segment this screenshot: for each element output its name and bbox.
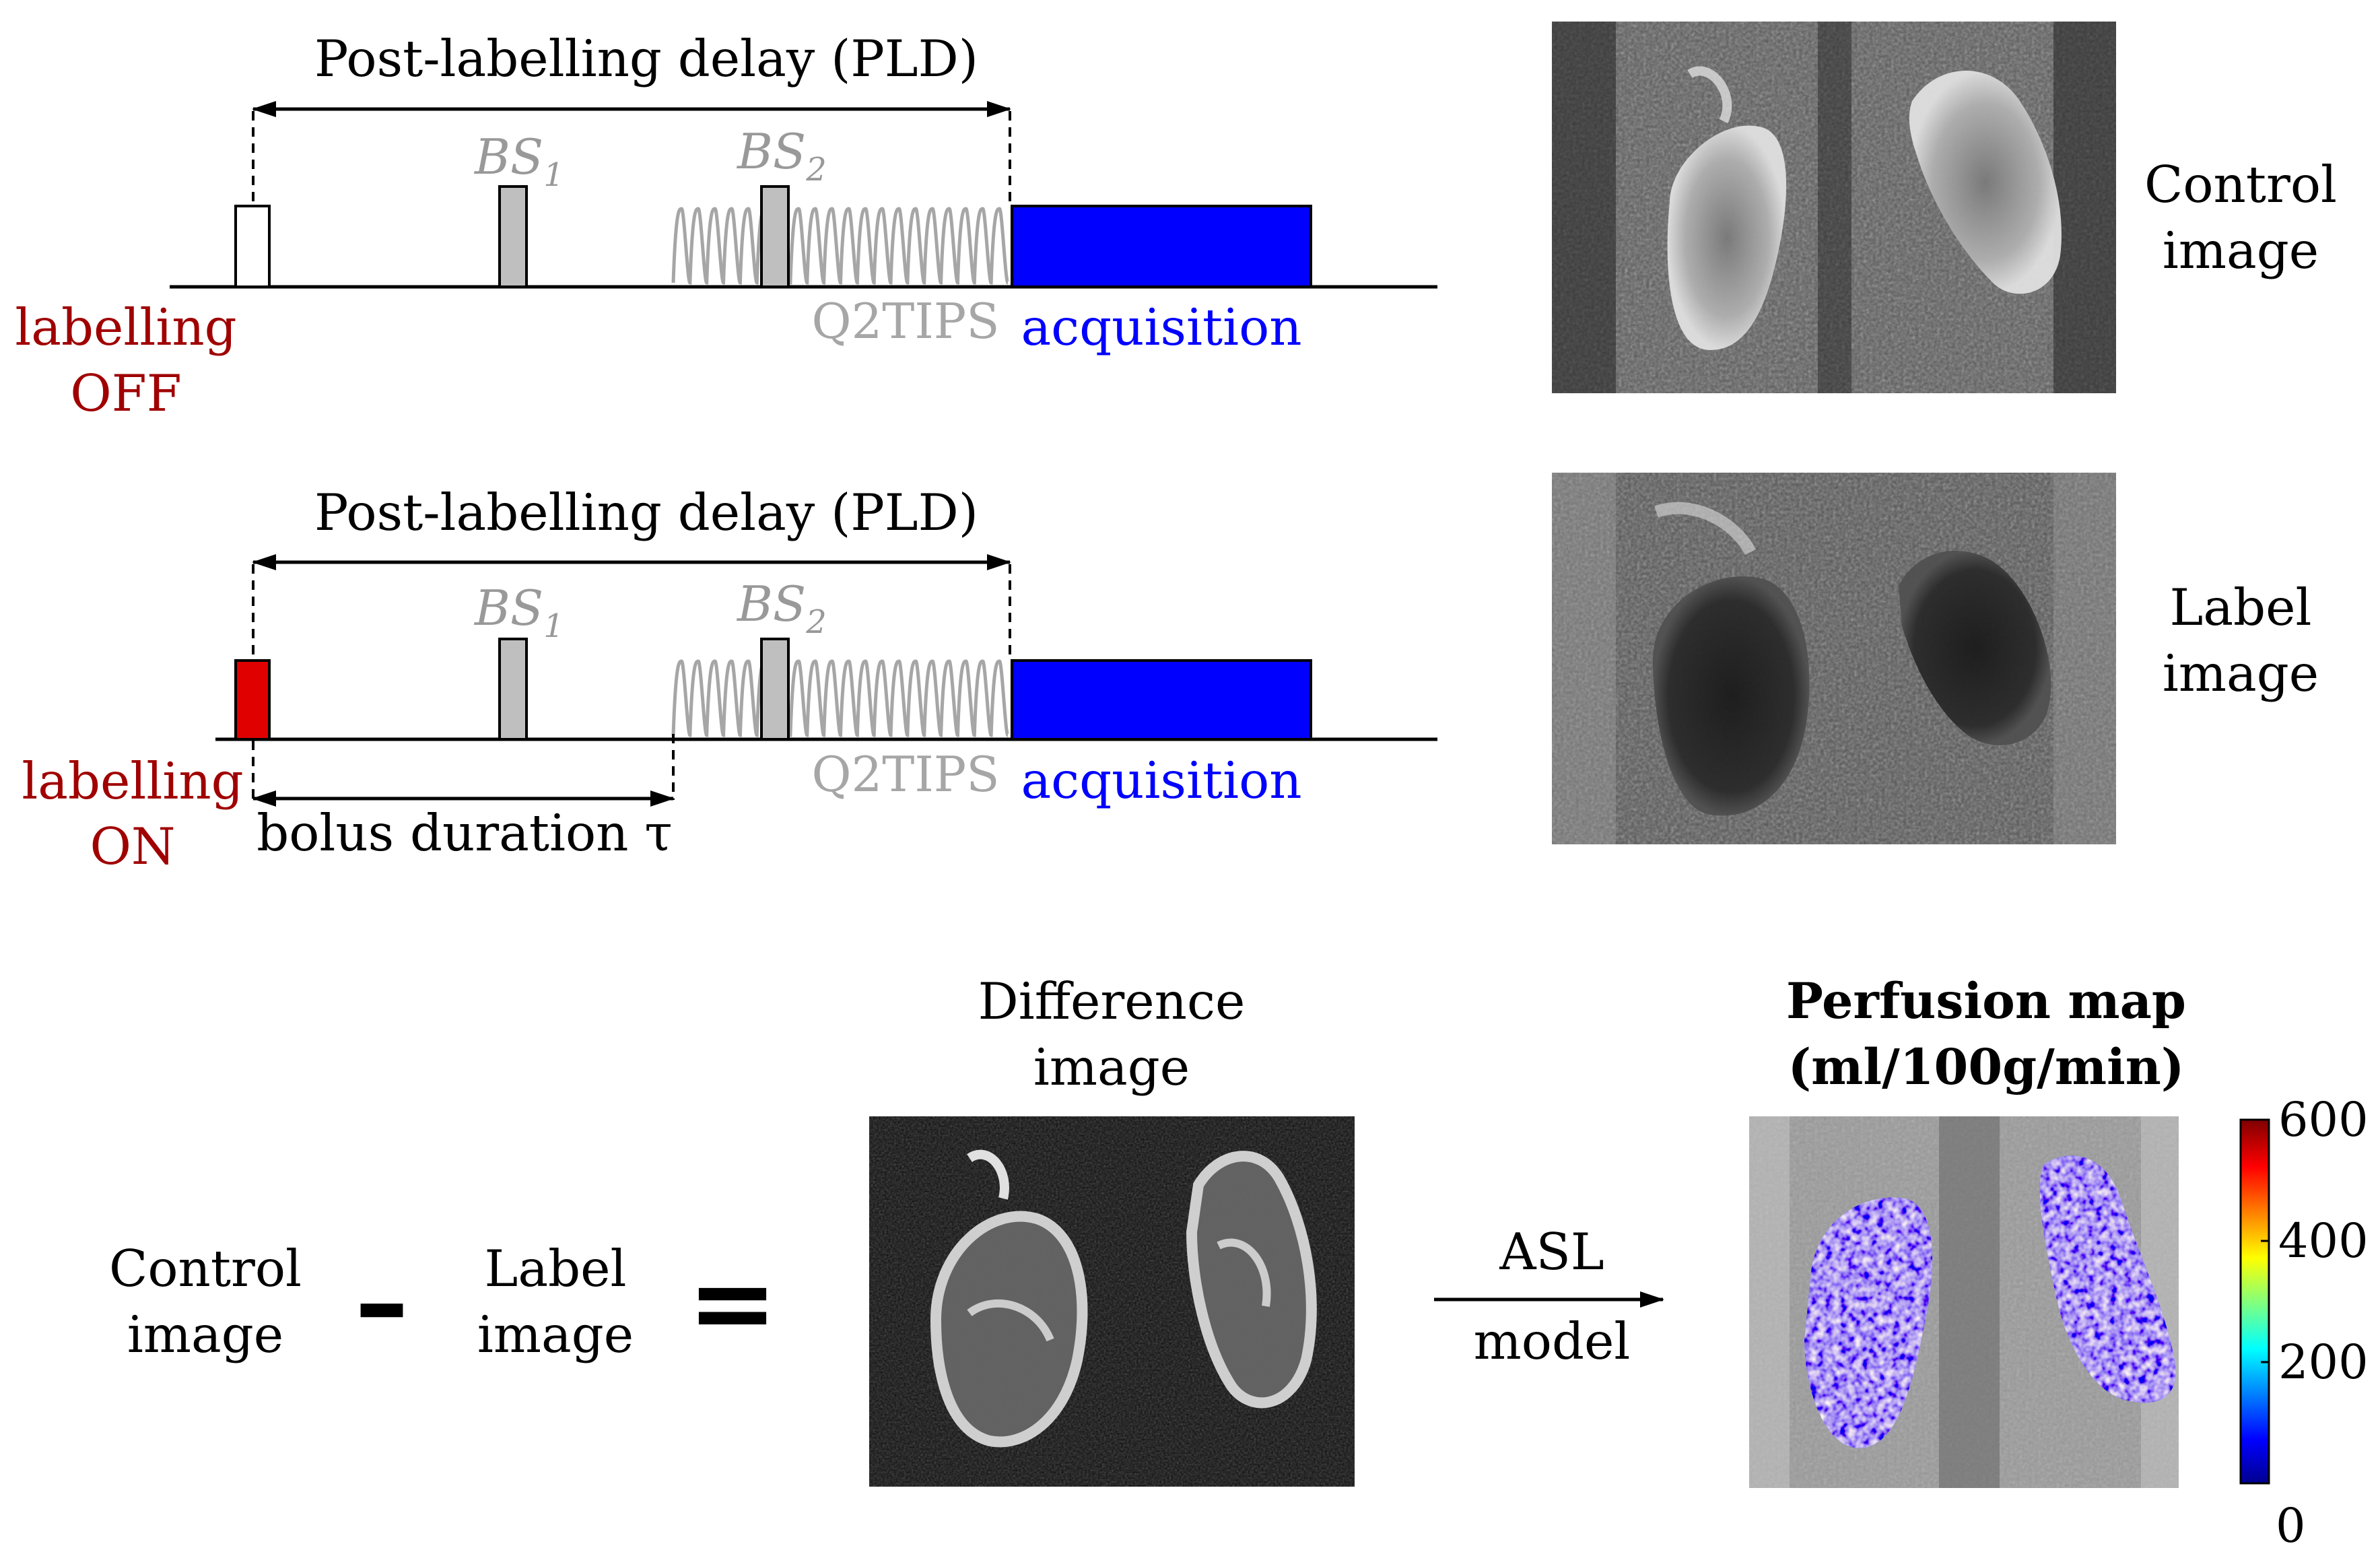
colorbar: 600 400 200 0 xyxy=(2239,1092,2369,1553)
labelling-off-pulse xyxy=(234,205,271,288)
equals-sign: = xyxy=(687,1240,778,1365)
control-image-caption-2: image xyxy=(2163,221,2319,280)
difference-caption-1: Difference xyxy=(978,972,1246,1031)
bs2-label: BS2 xyxy=(736,123,827,189)
bs1-pulse xyxy=(498,185,528,288)
colorbar-tick-600: 600 xyxy=(2278,1092,2369,1147)
bs1-label: BS1 xyxy=(473,129,564,194)
eq-control-line2: image xyxy=(127,1305,283,1364)
perfusion-title-1: Perfusion map xyxy=(1786,972,2186,1030)
label-image-caption-1: Label xyxy=(2170,578,2312,637)
q2tips-wave xyxy=(671,207,1010,285)
asl-label: ASL xyxy=(1499,1222,1604,1281)
acquisition-label: acquisition xyxy=(1021,751,1301,810)
labelling-line2: ON xyxy=(90,817,175,876)
bolus-label: bolus duration τ xyxy=(257,803,673,863)
q2tips-label: Q2TIPS xyxy=(811,746,999,803)
labelling-line1: labelling xyxy=(15,298,236,357)
labelling-line1: labelling xyxy=(22,751,243,811)
acquisition-block xyxy=(1011,659,1312,741)
perfusion-title-2: (ml/100g/min) xyxy=(1788,1038,2185,1096)
bs1-label: BS1 xyxy=(473,580,564,645)
minus-sign: – xyxy=(355,1240,409,1365)
acquisition-label: acquisition xyxy=(1021,298,1301,357)
difference-caption-2: image xyxy=(1033,1038,1190,1097)
sequence-label: Post-labelling delay (PLD) BS1 BS2 Q2TIP… xyxy=(22,483,1437,876)
model-label: model xyxy=(1474,1312,1631,1371)
sequence-control: Post-labelling delay (PLD) BS1 BS2 Q2TIP… xyxy=(15,29,1437,423)
labelling-on-pulse xyxy=(234,659,271,741)
pld-label: Post-labelling delay (PLD) xyxy=(314,29,978,88)
q2tips-label: Q2TIPS xyxy=(811,293,999,349)
q2tips-wave xyxy=(671,659,1010,737)
eq-label-line1: Label xyxy=(485,1239,627,1298)
bs2-label: BS2 xyxy=(736,576,827,641)
bs2-pulse xyxy=(760,638,790,741)
label-image xyxy=(1552,473,2116,844)
acquisition-block xyxy=(1011,205,1312,288)
bs1-pulse xyxy=(498,638,528,741)
perfusion-map-image xyxy=(1749,1116,2179,1488)
control-image-caption-1: Control xyxy=(2144,155,2337,214)
colorbar-tick-0: 0 xyxy=(2276,1498,2306,1553)
colorbar-tick-200: 200 xyxy=(2278,1335,2369,1390)
labelling-line2: OFF xyxy=(70,364,182,423)
control-image xyxy=(1552,22,2116,393)
label-image-caption-2: image xyxy=(2163,644,2319,703)
colorbar-gradient xyxy=(2239,1118,2270,1485)
bs2-pulse xyxy=(760,185,790,288)
difference-image xyxy=(869,1116,1355,1487)
eq-label-line2: image xyxy=(477,1305,634,1364)
colorbar-tick-400: 400 xyxy=(2278,1213,2369,1269)
eq-control-line1: Control xyxy=(109,1239,302,1298)
pld-label: Post-labelling delay (PLD) xyxy=(314,483,978,542)
